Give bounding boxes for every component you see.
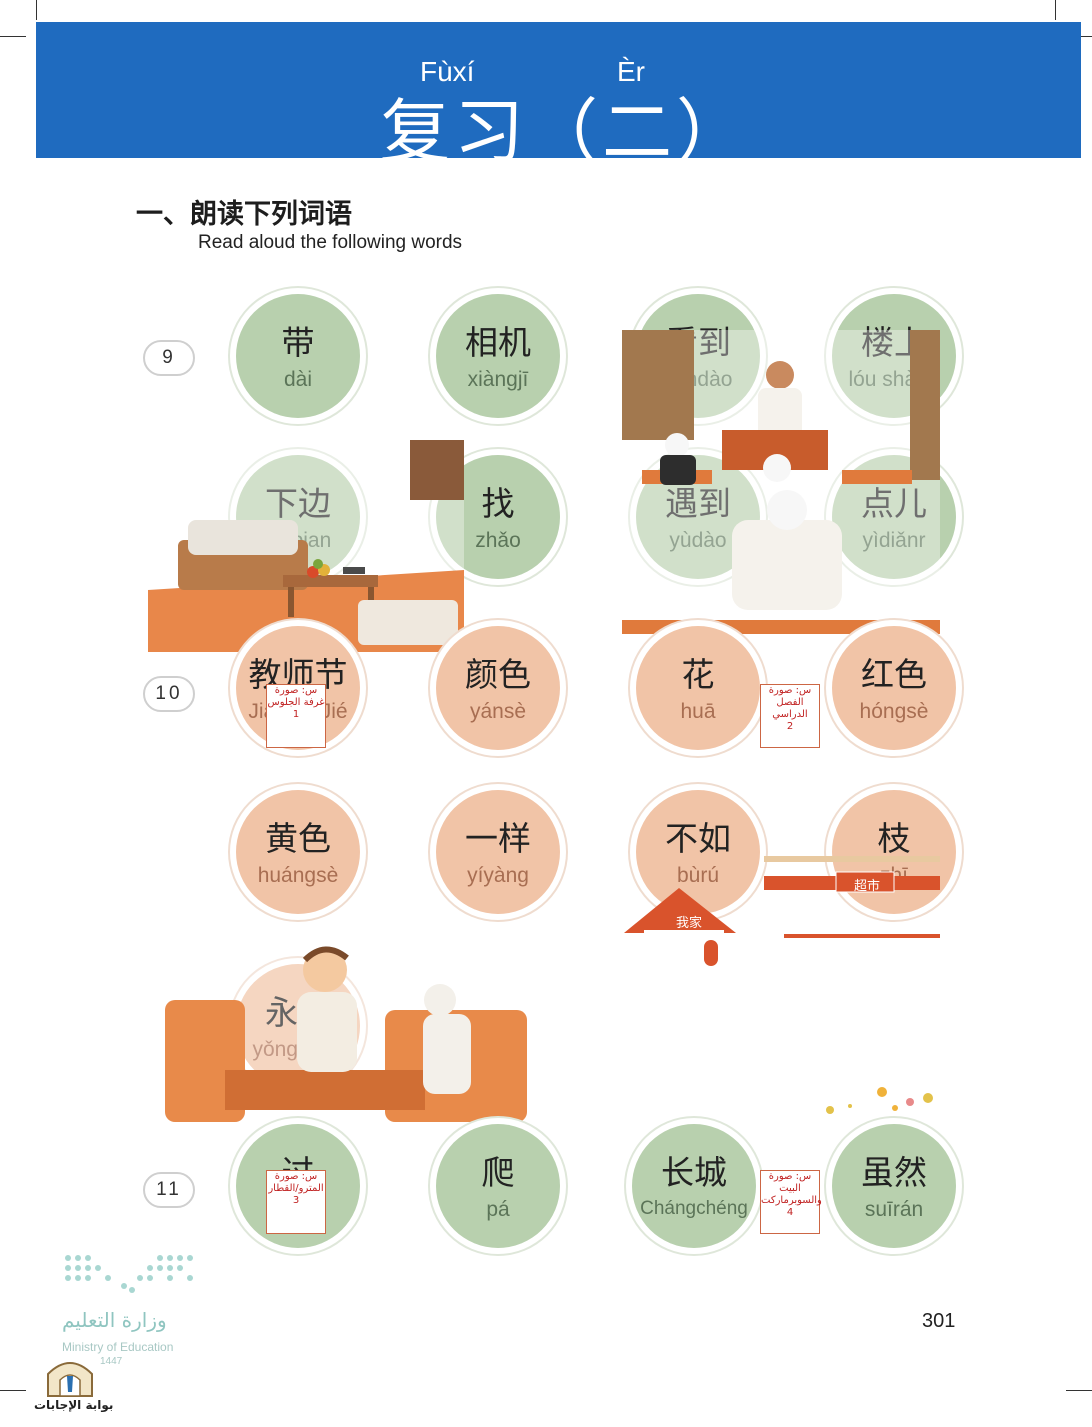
word-pinyin: suīrán xyxy=(864,1198,924,1221)
word-pinyin: bùrú xyxy=(676,864,720,887)
crop-mark xyxy=(0,36,26,37)
word-pinyin: dài xyxy=(283,368,313,391)
page-title: 复习（二） xyxy=(380,91,750,173)
word-circle: 黄色 huángsè xyxy=(236,790,360,914)
ministry-logo-icon xyxy=(65,1255,193,1293)
stamp-line: س: صورة البيت xyxy=(768,1171,812,1194)
word-pinyin: yíyàng xyxy=(467,864,529,887)
crop-mark xyxy=(1055,0,1056,20)
lesson-badge: 10 xyxy=(143,676,195,712)
word-hanzi: 找 xyxy=(481,484,515,523)
word-circle: 一样 yíyàng xyxy=(436,790,560,914)
section-title: 一、朗读下列词语 xyxy=(136,199,352,230)
home-label: 我家 xyxy=(676,916,703,931)
word-hanzi: 红色 xyxy=(861,655,927,694)
stamp-number: 3 xyxy=(292,1195,300,1206)
answers-portal-label: بوابة الإجابات xyxy=(34,1398,114,1412)
stamp-line: س: صورة xyxy=(274,685,318,696)
word-pinyin: zhǎo xyxy=(475,529,521,552)
word-hanzi: 下边 xyxy=(265,484,331,523)
word-hanzi: 枝 xyxy=(877,819,911,858)
stamp-line: غرفة الجلوس xyxy=(267,697,325,708)
word-hanzi: 爬 xyxy=(481,1153,515,1192)
word-hanzi: 相机 xyxy=(465,323,531,362)
title-banner xyxy=(36,22,1081,158)
title-pinyin-right: Èr xyxy=(617,56,645,87)
word-hanzi: 虽然 xyxy=(861,1153,927,1192)
word-circle: 颜色 yánsè xyxy=(436,626,560,750)
stamp-line: الفصل الدراسي xyxy=(772,697,808,720)
word-pinyin: huángsè xyxy=(257,864,339,887)
page-number: 301 xyxy=(922,1310,956,1332)
word-circle: 红色 hóngsè xyxy=(832,626,956,750)
word-circle: 长城 Chángchéng xyxy=(632,1124,756,1248)
stamp-line: والسوبرماركت xyxy=(761,1195,822,1206)
living-room-illustration xyxy=(148,440,464,652)
word-circle: 枝zhī xyxy=(832,790,956,914)
stamp-number: 1 xyxy=(292,709,300,720)
train-illustration xyxy=(165,940,527,1122)
stamp-number: 2 xyxy=(786,721,794,732)
classroom-illustration xyxy=(622,330,940,650)
word-circle: 爬 pá xyxy=(436,1124,560,1248)
title-pinyin-left: Fùxí xyxy=(420,56,475,87)
lesson-badge: 11 xyxy=(143,1172,195,1208)
stamp-line: س: صورة xyxy=(768,685,812,696)
crop-mark xyxy=(0,1390,26,1391)
answers-portal-logo-icon xyxy=(47,1362,93,1397)
ministry-name-ar: وزارة التعليم xyxy=(62,1308,167,1332)
word-circle: 花 huā xyxy=(636,626,760,750)
ministry-year: 1447 xyxy=(100,1356,123,1367)
ministry-name-en: Ministry of Education xyxy=(62,1340,174,1354)
word-pinyin: pá xyxy=(486,1198,510,1221)
word-circle: 不如 bùrú xyxy=(636,790,760,914)
crop-mark xyxy=(36,0,37,20)
word-hanzi: 不如 xyxy=(665,819,731,858)
word-circle: 虽然 suīrán xyxy=(832,1124,956,1248)
word-pinyin: yìdiǎnr xyxy=(862,529,926,552)
lesson-badge: 9 xyxy=(143,340,195,376)
word-circle: 相机 xiàngjī xyxy=(436,294,560,418)
word-pinyin: huā xyxy=(680,700,716,723)
crop-mark xyxy=(1066,1390,1092,1391)
word-hanzi: 带 xyxy=(281,323,315,362)
word-hanzi: 黄色 xyxy=(265,819,331,858)
section-subtitle: Read aloud the following words xyxy=(198,232,463,253)
word-pinyin: Chángchéng xyxy=(640,1198,748,1219)
word-hanzi: 一样 xyxy=(465,819,531,858)
flower-decoration xyxy=(826,1087,933,1114)
stamp-line: المترو/القطار xyxy=(268,1183,324,1194)
stamp-number: 4 xyxy=(786,1207,794,1218)
home-supermarket-illustration: 我家 超市 xyxy=(624,848,940,968)
word-hanzi: 颜色 xyxy=(465,655,531,694)
word-hanzi: 花 xyxy=(681,655,715,694)
word-pinyin: hóngsè xyxy=(859,700,929,723)
word-hanzi: 点儿 xyxy=(861,484,927,523)
word-circle: 带 dài xyxy=(236,294,360,418)
word-pinyin: yùdào xyxy=(669,529,727,552)
word-hanzi: 遇到 xyxy=(665,484,731,523)
word-pinyin: yánsè xyxy=(469,700,527,723)
supermarket-label: 超市 xyxy=(854,879,881,894)
word-hanzi: 长城 xyxy=(661,1153,727,1192)
stamp-line: س: صورة xyxy=(274,1171,318,1182)
word-pinyin: xiàngjī xyxy=(467,368,529,391)
